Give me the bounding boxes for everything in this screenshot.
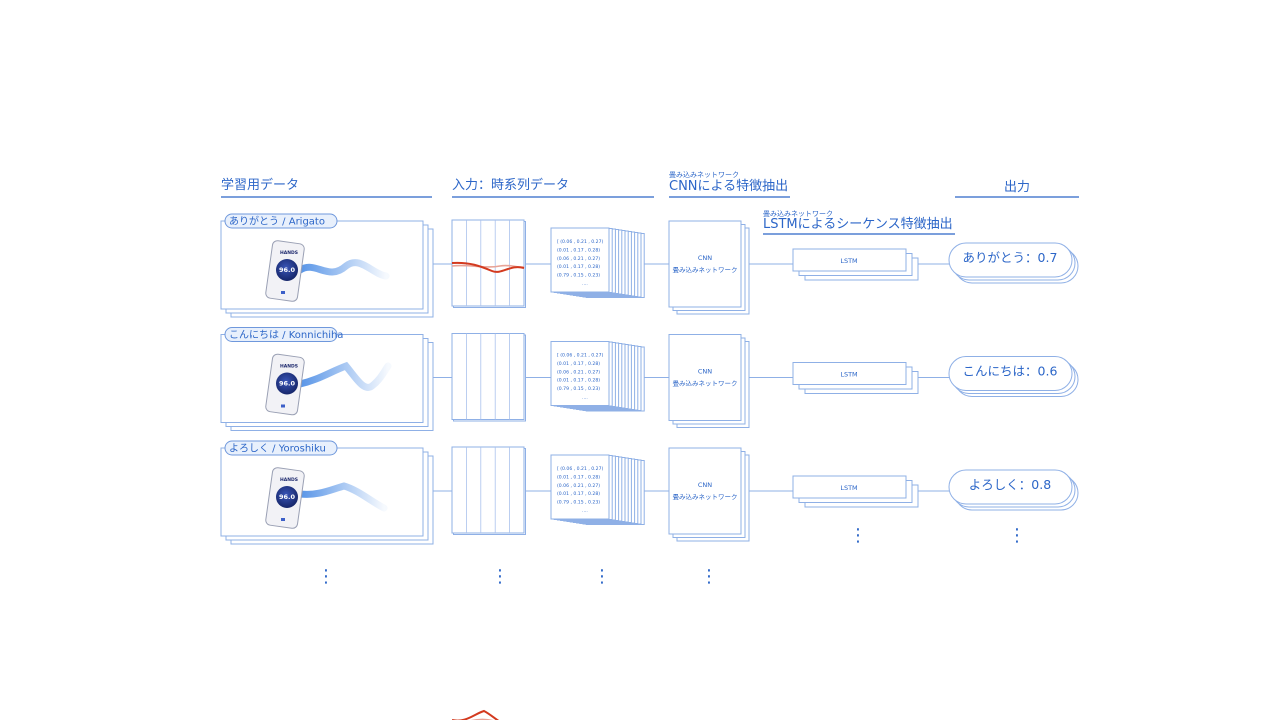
header-lstm: LSTMによるシーケンス特徴抽出 [763,217,953,232]
matrix-line: [ (0.06 , 0.21 , 0.27) [557,466,603,472]
lstm-card [792,475,907,499]
header-input: 入力：時系列データ [452,177,569,193]
cnn-title: CNN [698,254,712,262]
training-data-card [220,220,424,310]
cnn-subtitle: 畳み込みネットワーク [673,492,738,501]
matrix-line: (0.01 , 0.17 , 0.28) [557,361,600,367]
matrix-line: (0.01 , 0.17 , 0.28) [557,247,600,253]
row-label: ありがとう / Arigato [229,215,325,228]
timeseries-card [451,446,525,534]
motion-ribbon [296,259,390,280]
cnn-subtitle: 畳み込みネットワーク [673,265,738,274]
phone-score: 96.0 [279,493,296,501]
header-cnn-small: 畳み込みネットワーク [669,170,739,179]
matrix-card [550,454,610,520]
header-training-data: 学習用データ [221,177,299,193]
cnn-title: CNN [698,368,712,376]
matrix-line: (0.79 , 0.15 , 0.23) [557,273,600,279]
lstm-label: LSTM [840,484,857,492]
wave-primary [452,709,500,720]
matrix-card [550,341,610,406]
phone-score: 96.0 [279,266,296,274]
matrix-line: [ (0.06 , 0.21 , 0.27) [557,353,603,359]
output-pill [948,356,1073,391]
cnn-subtitle: 畳み込みネットワーク [673,379,738,388]
output-pill [948,469,1073,505]
wave-primary [451,261,525,273]
matrix-line: .... [582,282,588,287]
phone-brand: HANDS [280,477,298,483]
lstm-card [792,248,907,272]
matrix-line: (0.06 , 0.21 , 0.27) [557,369,600,375]
ellipsis-icon: ⋮ [849,525,867,546]
row-label-pill [224,213,338,229]
timeseries-card [451,333,525,420]
matrix-line: .... [582,396,588,401]
output-score: よろしく：0.8 [969,477,1051,492]
matrix-line: (0.06 , 0.21 , 0.27) [557,483,600,489]
phone-dial [276,259,298,281]
phone-brand: HANDS [280,364,298,370]
phone-button [281,291,285,294]
motion-ribbon [296,482,388,512]
output-score: ありがとう：0.7 [963,250,1058,265]
matrix-line: [ (0.06 , 0.21 , 0.27) [557,239,603,245]
motion-ribbon [296,361,392,391]
lstm-label: LSTM [840,257,857,265]
matrix-line: (0.01 , 0.17 , 0.28) [557,491,600,497]
ellipsis-icon: ⋮ [593,566,611,587]
header-lstm-small: 畳み込みネットワーク [763,209,833,218]
cnn-card [668,220,742,308]
matrix-line: (0.06 , 0.21 , 0.27) [557,256,600,262]
ellipsis-icon: ⋮ [491,566,509,587]
cnn-card [668,334,742,421]
header-output: 出力 [1004,180,1030,195]
row-label-pill [224,440,338,456]
row-label: こんにちは / Konnichiha [229,329,343,341]
header-cnn: CNNによる特徴抽出 [669,179,788,194]
matrix-line: (0.01 , 0.17 , 0.28) [557,264,600,270]
ellipsis-icon: ⋮ [700,566,718,587]
phone-button [281,404,285,408]
matrix-line: (0.79 , 0.15 , 0.23) [557,500,600,506]
row-label-pill [224,327,338,342]
cnn-title: CNN [698,481,712,489]
lstm-label: LSTM [840,371,857,379]
matrix-card [550,227,610,293]
lstm-card [792,362,907,385]
output-pill [948,242,1073,278]
column-headers: 学習用データ 入力：時系列データ 畳み込みネットワーク CNNによる特徴抽出 畳… [221,170,1079,235]
ellipsis-icon: ⋮ [1008,525,1026,546]
phone-dial [276,486,298,508]
phone-brand: HANDS [280,250,298,256]
phone-score: 96.0 [279,380,296,388]
matrix-line: (0.01 , 0.17 , 0.28) [557,474,600,480]
matrix-line: .... [582,509,588,514]
row-label: よろしく / Yoroshiku [229,443,326,455]
matrix-line: (0.01 , 0.17 , 0.28) [557,378,600,384]
output-score: こんにちは：0.6 [963,364,1058,379]
ellipsis-markers: ⋮ ⋮ ⋮ ⋮ ⋮ ⋮ [317,525,1026,587]
cnn-card [668,447,742,535]
ellipsis-icon: ⋮ [317,566,335,587]
phone-button [281,518,285,521]
matrix-line: (0.79 , 0.15 , 0.23) [557,386,600,392]
phone-dial [276,372,298,395]
